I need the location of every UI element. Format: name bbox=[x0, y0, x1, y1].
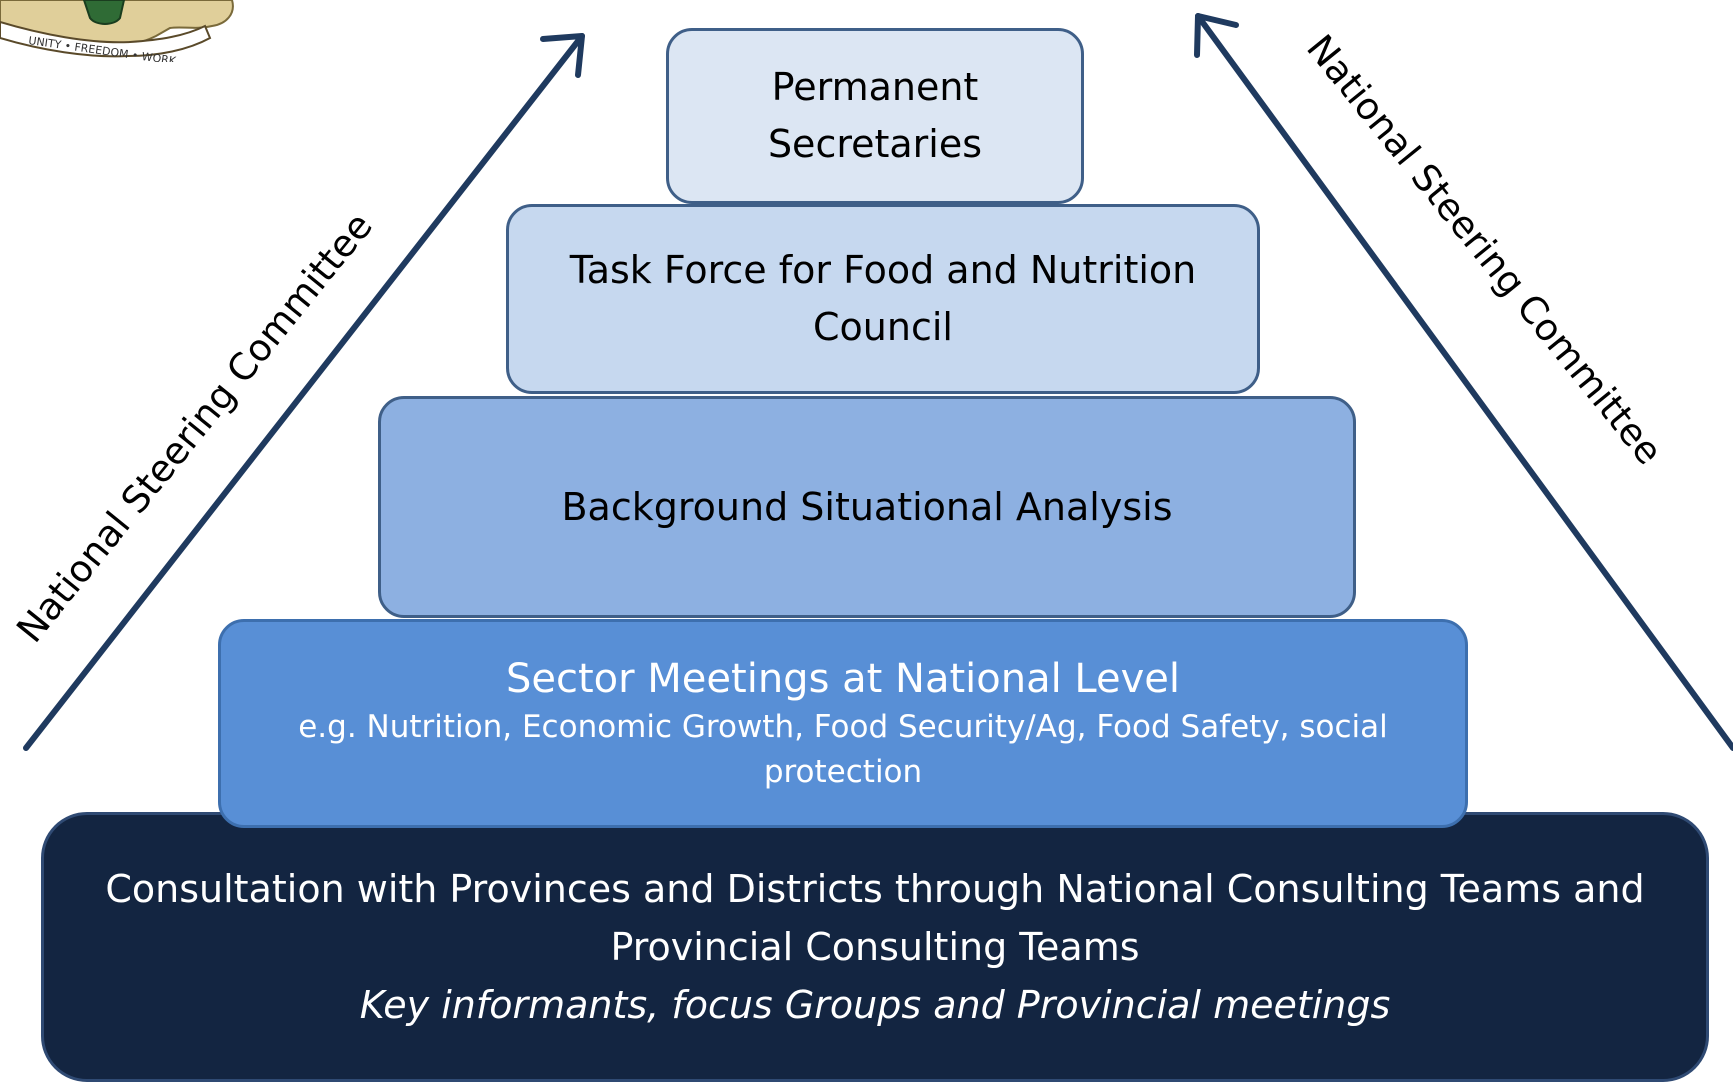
tier-task-force-label: Task Force for Food and Nutrition Counci… bbox=[569, 248, 1197, 349]
tier-sector-meetings-sub: e.g. Nutrition, Economic Growth, Food Se… bbox=[298, 708, 1388, 790]
tier-permanent-secretaries-label: Permanent Secretaries bbox=[767, 65, 983, 166]
tier-consultation-label: Consultation with Provinces and District… bbox=[105, 867, 1645, 969]
tier-sector-meetings-label: Sector Meetings at National Level bbox=[505, 655, 1181, 702]
tier-situational-analysis: Background Situational Analysis bbox=[378, 396, 1356, 618]
tier-consultation-sub: Key informants, focus Groups and Provinc… bbox=[359, 983, 1391, 1027]
tier-situational-analysis-label: Background Situational Analysis bbox=[561, 485, 1173, 529]
tier-sector-meetings: Sector Meetings at National Level e.g. N… bbox=[218, 619, 1468, 828]
left-arrow bbox=[23, 33, 585, 751]
tier-permanent-secretaries: Permanent Secretaries bbox=[666, 28, 1084, 204]
coat-of-arms-seal: UNITY • FREEDOM • WORK bbox=[0, 0, 234, 62]
tier-task-force: Task Force for Food and Nutrition Counci… bbox=[506, 204, 1260, 394]
right-arrow bbox=[1194, 13, 1733, 751]
tier-consultation: Consultation with Provinces and District… bbox=[41, 812, 1709, 1082]
